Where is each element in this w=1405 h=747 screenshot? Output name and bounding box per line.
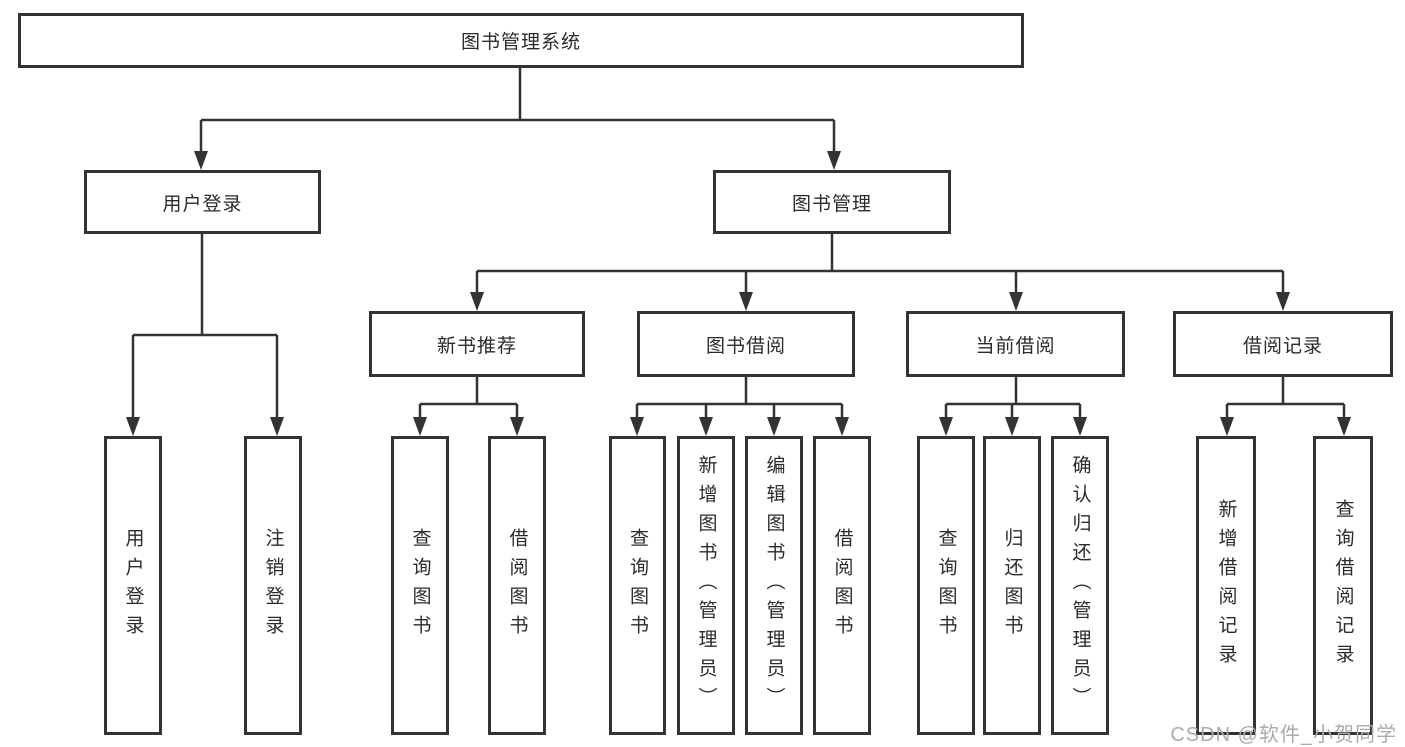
node-leaf-user-login: 用户登录: [104, 436, 162, 735]
leaf-label: 编辑图书（管理员）: [763, 455, 785, 716]
leaf-label: 借阅图书: [831, 527, 853, 644]
leaf-label: 新增图书（管理员）: [695, 455, 717, 716]
node-leaf-borrow-books-recommend: 借阅图书: [488, 436, 546, 735]
csdn-watermark: CSDN @软件_小贺同学: [1170, 724, 1397, 746]
node-root: 图书管理系统: [18, 13, 1024, 68]
node-leaf-query-borrow-record: 查询借阅记录: [1313, 436, 1373, 735]
leaf-label: 新增借阅记录: [1215, 498, 1237, 673]
node-leaf-confirm-return-admin: 确认归还（管理员）: [1051, 436, 1109, 735]
leaf-label: 查询图书: [627, 527, 648, 644]
node-leaf-return-books: 归还图书: [983, 436, 1041, 735]
node-current-borrowing: 当前借阅: [906, 311, 1125, 377]
leaf-label: 用户登录: [122, 527, 144, 644]
node-leaf-borrow-books: 借阅图书: [813, 436, 871, 735]
leaf-label: 查询图书: [409, 527, 431, 644]
node-leaf-query-books-current: 查询图书: [917, 436, 975, 735]
leaf-label: 确认归还（管理员）: [1069, 455, 1091, 716]
leaf-label: 查询图书: [935, 527, 957, 644]
leaf-label: 借阅图书: [506, 527, 528, 644]
leaf-label: 查询借阅记录: [1332, 498, 1354, 673]
node-leaf-logout: 注销登录: [244, 436, 302, 735]
node-leaf-query-books-borrowing: 查询图书: [609, 436, 666, 735]
node-book-management: 图书管理: [713, 170, 951, 234]
node-book-borrowing: 图书借阅: [637, 311, 855, 377]
node-user-login-group: 用户登录: [84, 170, 321, 234]
leaf-label: 归还图书: [1001, 527, 1023, 644]
node-leaf-query-books-recommend: 查询图书: [391, 436, 449, 735]
node-leaf-add-book-admin: 新增图书（管理员）: [677, 436, 735, 735]
node-new-book-recommend: 新书推荐: [369, 311, 585, 377]
node-borrowing-records: 借阅记录: [1173, 311, 1393, 377]
node-leaf-edit-book-admin: 编辑图书（管理员）: [745, 436, 803, 735]
leaf-label: 注销登录: [262, 527, 284, 644]
node-leaf-add-borrow-record: 新增借阅记录: [1196, 436, 1256, 735]
